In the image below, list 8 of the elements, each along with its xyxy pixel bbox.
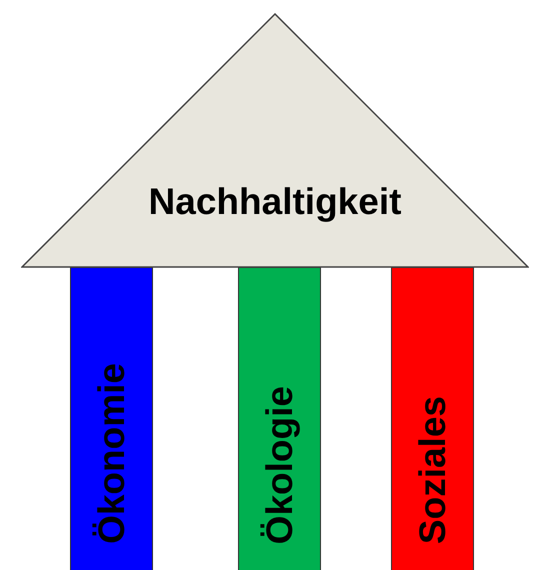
roof-label: Nachhaltigkeit	[148, 183, 402, 220]
pillar-label: Ökonomie	[93, 363, 130, 544]
roof-triangle	[21, 13, 529, 268]
pillar-label: Ökologie	[261, 386, 298, 544]
pillar	[391, 267, 474, 570]
pillar-label: Soziales	[414, 396, 451, 544]
pillar	[238, 267, 321, 570]
pillar	[70, 267, 153, 570]
